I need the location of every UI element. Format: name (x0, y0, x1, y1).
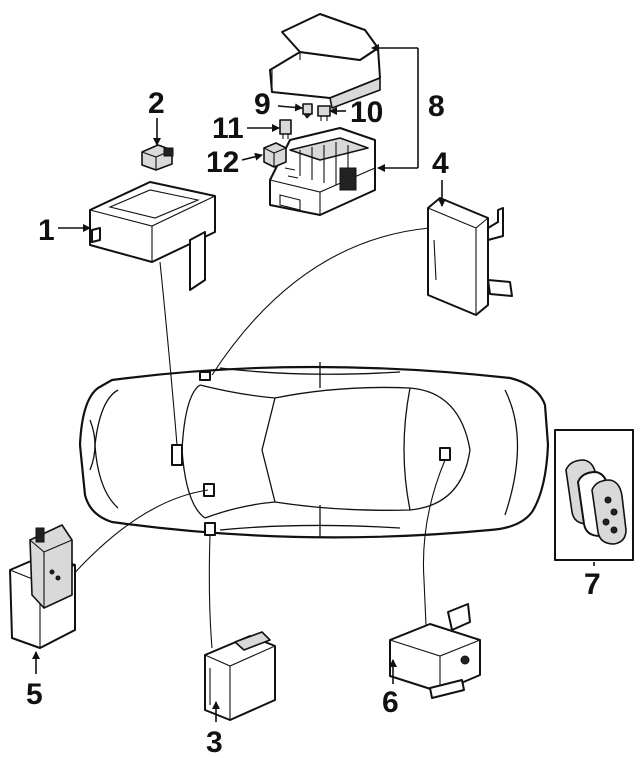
callout-5: 5 (26, 678, 43, 711)
callout-4: 4 (432, 147, 449, 180)
relay-part-2 (141, 144, 174, 171)
relay-part-9 (302, 103, 313, 119)
module-part-5 (9, 524, 76, 649)
module-part-6 (389, 603, 481, 699)
callout-10: 10 (350, 96, 383, 129)
car-body-outline (78, 362, 550, 539)
callout-12: 12 (206, 146, 239, 179)
callout-1: 1 (38, 214, 55, 247)
callout-8: 8 (428, 90, 445, 123)
callout-6: 6 (382, 686, 399, 719)
callout-11: 11 (212, 112, 244, 145)
callout-labels: 1 2 3 4 5 6 7 8 9 10 11 12 (26, 87, 601, 758)
module-part-3 (204, 631, 276, 721)
wire-leads (69, 227, 446, 649)
callout-3: 3 (206, 726, 223, 758)
callout-7: 7 (584, 568, 601, 601)
module-part-4 (427, 197, 513, 316)
callout-leaders (32, 44, 595, 722)
callout-9: 9 (254, 88, 271, 121)
key-fob-group (554, 429, 634, 561)
relay-part-12 (263, 142, 287, 168)
callout-2: 2 (148, 87, 165, 120)
fuse-box-cover (269, 13, 381, 109)
relay-part-10 (317, 105, 331, 121)
module-part-1 (89, 181, 216, 291)
fuse-box-body (269, 127, 376, 216)
relay-part-11 (279, 119, 292, 139)
